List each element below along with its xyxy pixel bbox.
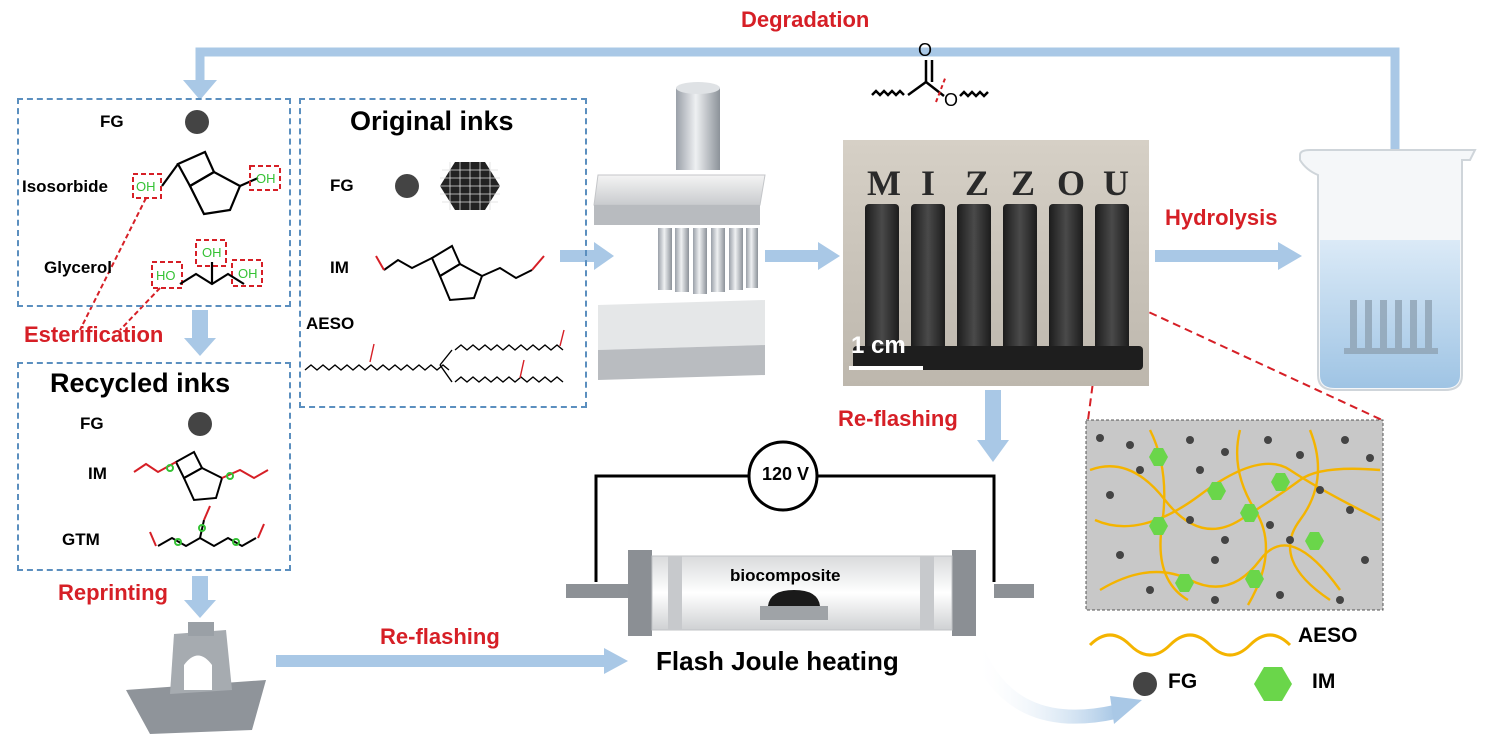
reprinting-arrow [184,576,216,618]
recycled-inks-box [17,362,291,571]
printed-mizzou-photo: M I Z Z O U 1 cm [843,140,1149,386]
hydrolysis-arrow [1155,242,1302,270]
curved-arrow [968,642,1142,724]
fg-dot-original [395,174,419,198]
photo-letter: M [867,163,901,203]
aeso-label-original: AESO [306,314,355,333]
biocomposite-label: biocomposite [730,566,841,585]
gtm-label-recycled: GTM [62,530,100,549]
left-reactants-box [17,98,291,307]
re-flashing-label-right: Re-flashing [838,406,958,431]
im-structure-original [375,244,545,302]
ester-oxygen-label: O [944,90,959,110]
re-flashing-arrow-bottom [276,648,628,674]
degradation-arrow [183,47,1400,150]
photo-letter: Z [1011,163,1036,203]
fg-label-left: FG [100,112,124,131]
aeso-structure [304,329,565,383]
graphene-hexagon [440,162,500,210]
glycerol-label: Glycerol [44,258,113,277]
press-to-photo-arrow [765,242,840,270]
legend-aeso-label: AESO [1298,624,1358,647]
fjh-tube [566,550,1034,636]
legend-im-label: IM [1312,670,1336,693]
fg-dot-left [185,110,209,134]
oh-label: OH [238,266,258,281]
im-label-original: IM [330,258,349,277]
legend-aeso-line [1088,633,1292,657]
im-structure-recycled [133,450,269,502]
fjh-circuit [594,474,996,582]
original-inks-box [299,98,587,408]
voltage-label: 120 V [762,464,810,484]
re-flashing-label-bottom: Re-flashing [380,624,500,649]
scale-bar-label: 1 cm [851,332,906,359]
gtm-structure [149,505,265,548]
fg-label-recycled: FG [80,414,104,433]
hydrolysis-label: Hydrolysis [1165,205,1278,230]
im-label-recycled: IM [88,464,107,483]
photo-letter: Z [965,163,990,203]
recycled-inks-title: Recycled inks [50,368,231,398]
isosorbide-label: Isosorbide [22,177,108,196]
beaker-illustration [1299,149,1477,391]
legend-fg-label: FG [1168,670,1198,693]
press-illustration [593,82,766,380]
ester-linkage [871,60,989,103]
fg-dot-recycled [188,412,212,436]
glycerol-structure [179,262,245,286]
scale-bar [849,366,923,370]
boat-illustration [126,622,266,734]
oh-label: OH [256,171,276,186]
flash-joule-heating-label: Flash Joule heating [656,646,899,676]
oh-label: OH [202,245,222,260]
microstructure-box [1085,419,1384,611]
reprinting-label: Reprinting [58,580,168,605]
fg-label-original: FG [330,176,354,195]
oh-highlight-boxes [79,165,281,331]
photo-letters: M I Z Z O U [861,162,1149,203]
esterification-label: Esterification [24,322,164,347]
voltmeter-circle [747,440,819,512]
photo-letter: I [921,163,936,203]
inks-to-press-arrow [560,242,614,270]
original-inks-title: Original inks [350,106,514,136]
re-flashing-arrow-right [977,390,1009,462]
photo-letter: O [1057,163,1086,203]
degradation-label: Degradation [741,7,870,32]
legend-im-hex [1254,667,1292,701]
ho-label: HO [156,268,176,283]
ester-oxygen-label: O [918,40,933,60]
esterification-arrow [184,310,216,356]
legend-fg-dot [1133,672,1157,696]
oh-label: OH [136,179,156,194]
photo-letter: U [1103,163,1129,203]
